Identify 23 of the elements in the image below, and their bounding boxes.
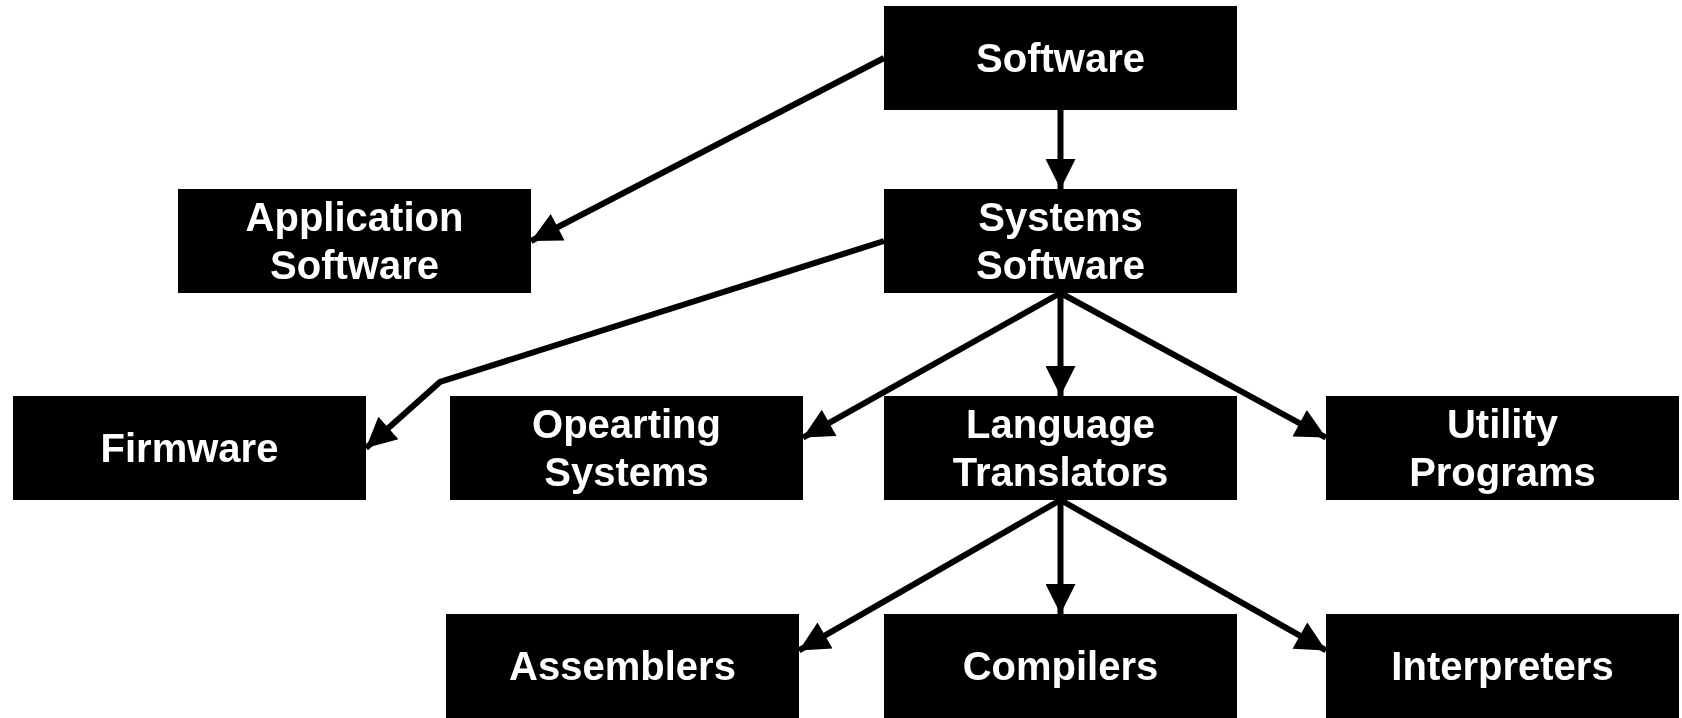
process-box [884,614,1237,718]
box-label: Firmware [100,425,279,472]
box-label: Opearting Systems [531,401,722,496]
box-label: Application Software [244,194,465,289]
process-box [1326,614,1679,718]
box-label: Software [976,35,1145,82]
process-box [13,396,366,500]
box-label: Utility Programs [1408,401,1597,496]
box-label: Interpreters [1391,643,1614,690]
process-box [884,6,1237,110]
process-box [884,189,1237,293]
arrow [1045,110,1076,189]
arrow [1045,293,1076,396]
process-box [1326,396,1679,500]
box-label: Compilers [962,643,1159,690]
process-box [446,614,799,718]
box-label: Assemblers [509,643,736,690]
process-box [884,396,1237,500]
process-box [450,396,803,500]
box-label: Systems Software [975,194,1146,289]
box-label: Language Translators [951,401,1170,496]
arrow [1045,500,1076,614]
process-box [178,189,531,293]
